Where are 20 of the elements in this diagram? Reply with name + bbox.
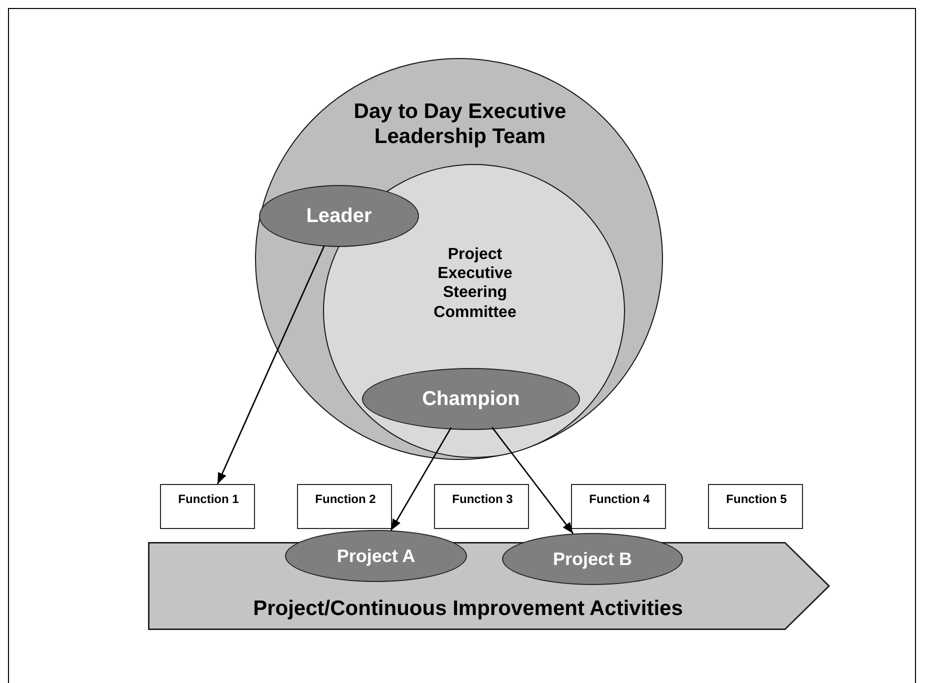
group-title: Day to Day Executive Leadership Team	[352, 99, 568, 150]
function-box	[434, 484, 529, 529]
function-box	[708, 484, 803, 529]
function-label: Function 1	[177, 491, 240, 507]
function-box	[571, 484, 666, 529]
function-label: Function 5	[725, 491, 788, 507]
group-title: Project Executive Steering Committee	[432, 245, 518, 322]
ellipse-label: Project A	[336, 546, 416, 566]
ellipse-label: Champion	[422, 388, 520, 410]
arrow	[492, 426, 574, 534]
function-box	[160, 484, 255, 529]
arrow	[216, 245, 325, 484]
function-label: Function 4	[588, 491, 651, 507]
function-label: Function 3	[451, 491, 514, 507]
ellipse-label: Leader	[306, 204, 372, 228]
band-label: Project/Continuous Improvement Activities	[252, 596, 684, 622]
ellipse-label: Project B	[552, 548, 632, 570]
function-label: Function 2	[314, 491, 377, 507]
function-box	[297, 484, 392, 529]
arrow	[390, 427, 452, 531]
